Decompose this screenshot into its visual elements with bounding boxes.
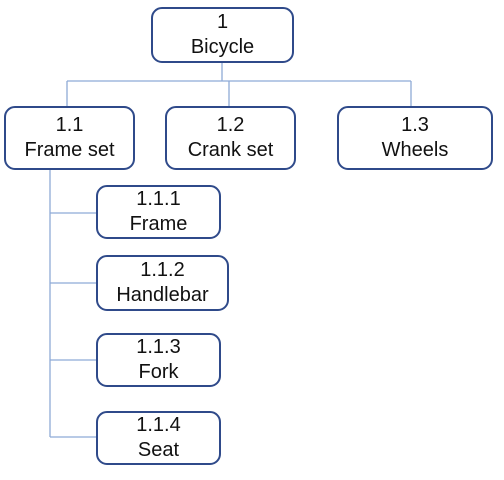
node-label: Wheels (381, 139, 449, 161)
node-frame-set: 1.1 Frame set (4, 106, 135, 170)
node-label: Handlebar (116, 284, 209, 306)
node-number: 1.3 (401, 114, 429, 136)
node-label: Frame (129, 213, 188, 235)
node-label: Seat (137, 439, 180, 461)
node-number: 1.1.3 (136, 336, 181, 358)
node-label: Bicycle (190, 36, 255, 58)
node-crank-set: 1.2 Crank set (165, 106, 296, 170)
node-number: 1.1.2 (140, 259, 185, 281)
node-frame: 1.1.1 Frame (96, 185, 221, 239)
node-handlebar: 1.1.2 Handlebar (96, 255, 229, 311)
node-seat: 1.1.4 Seat (96, 411, 221, 465)
node-number: 1.2 (216, 114, 245, 136)
node-number: 1.1.4 (136, 414, 181, 436)
node-wheels: 1.3 Wheels (337, 106, 493, 170)
node-bicycle: 1 Bicycle (151, 7, 294, 63)
node-fork: 1.1.3 Fork (96, 333, 221, 387)
node-number: 1 (216, 11, 229, 33)
node-number: 1.1 (55, 114, 84, 136)
node-label: Fork (138, 361, 179, 383)
node-label: Crank set (187, 139, 274, 161)
node-label: Frame set (24, 139, 115, 161)
node-number: 1.1.1 (136, 188, 181, 210)
